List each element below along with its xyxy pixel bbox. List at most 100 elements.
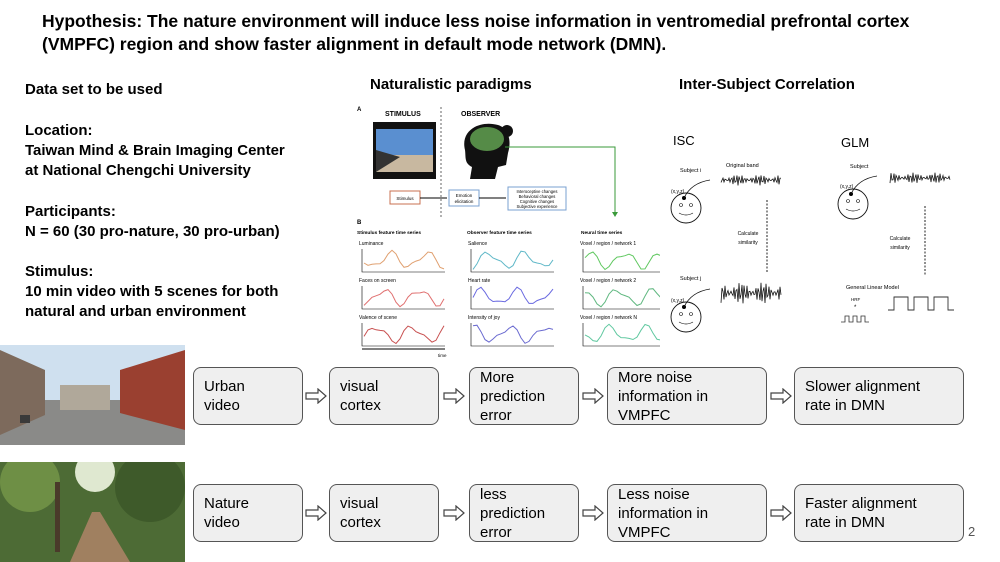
participants-label: Participants: [25, 203, 116, 220]
calc-label-1: Calculate [738, 231, 759, 237]
right-arrow-icon [305, 505, 327, 521]
xyz-label-1: (x,y,z) [671, 189, 685, 195]
nature-flow-box-1: Nature video [193, 484, 303, 542]
flow-box-text: Nature video [204, 495, 250, 531]
time-label: time [438, 353, 447, 358]
nature-flow-box-5: Faster alignment rate in DMN [794, 484, 964, 542]
urban-flow-box-1: Urban video [193, 367, 303, 425]
location-label: Location: [25, 122, 93, 139]
stimulus-boxcar [841, 315, 869, 323]
series-axes [361, 249, 445, 273]
original-band-label: Original band [726, 163, 759, 169]
signal-waves [720, 172, 951, 304]
location-line-1: Taiwan Mind & Brain Imaging Center [25, 142, 285, 159]
xyz-label-2: (x,y,z) [671, 298, 685, 304]
subject-label: Subject [850, 164, 869, 170]
flow-box-text: Faster alignment rate in DMN [805, 495, 917, 531]
series-line [472, 250, 554, 270]
flow-box-text: Urban video [204, 378, 245, 414]
subject-j-label: Subject j [680, 276, 701, 282]
nature-flow-box-4: Less noise information in VMPFC [607, 484, 767, 542]
flow-box-text: visual cortex [340, 495, 381, 531]
subject-i-label: Subject i [680, 168, 701, 174]
series-label: Salience [468, 241, 487, 247]
location-line-2: at National Chengchi University [25, 162, 251, 179]
stimulus-line-2: natural and urban environment [25, 303, 246, 320]
smiley-face-icon [670, 179, 711, 224]
flow-box-text: More noise information in VMPFC [618, 368, 709, 424]
participants-value: N = 60 (30 pro-nature, 30 pro-urban) [25, 223, 280, 240]
nature-flow-box-2: visual cortex [329, 484, 439, 542]
naturalistic-heading: Naturalistic paradigms [370, 76, 532, 93]
observer-head-icon [464, 123, 513, 179]
series-axes [361, 323, 445, 347]
right-arrow-icon [443, 505, 465, 521]
flow-box-text: visual cortex [340, 378, 381, 414]
stimulus-line-1: 10 min video with 5 scenes for both [25, 283, 279, 300]
smiley-face-icon [670, 288, 711, 333]
series-line [584, 251, 660, 271]
changes-text-3: Cognitive changes [520, 199, 554, 204]
right-arrow-icon [769, 388, 792, 404]
series-axes [470, 286, 554, 310]
flow-box-text: Less noise information in VMPFC [618, 485, 709, 541]
convolution-symbol: * [854, 305, 857, 311]
series-label: Voxel / region / network 1 [580, 241, 636, 247]
col-observer: Observer feature time series [467, 230, 532, 236]
dataset-heading: Data set to be used [25, 81, 163, 98]
series-line [584, 323, 660, 342]
flow-box-text: Slower alignment rate in DMN [805, 378, 921, 414]
film-strip-image [373, 122, 436, 179]
series-axes [470, 249, 554, 273]
green-arrow [505, 146, 616, 213]
series-line [363, 249, 445, 270]
predicted-response [888, 296, 954, 311]
series-label: Intensity of joy [468, 315, 500, 321]
col-neural: Neural time series [581, 230, 623, 236]
series-line [363, 325, 445, 345]
series-axes [582, 323, 660, 347]
panel-a-label: A [357, 107, 362, 113]
nature-video-image [0, 462, 185, 562]
series-line [472, 324, 554, 344]
noisy-signal [720, 282, 782, 304]
calc-label-3: Calculate [890, 236, 911, 242]
glm-title: GLM [841, 135, 869, 150]
panel-b-label: B [357, 220, 362, 226]
smiley-face-icon [837, 175, 878, 220]
page-number: 2 [968, 524, 976, 539]
noisy-signal [889, 172, 951, 184]
right-arrow-icon [305, 388, 327, 404]
naturalistic-figure: A STIMULUS OBSERVER Stimulus Emotion eli… [357, 107, 660, 358]
changes-text-2: Behavioral changes [519, 194, 556, 199]
xyz-label-3: (x,y,z) [840, 184, 854, 190]
emotion-text-2: elicitation [455, 199, 474, 204]
series-axes [361, 286, 445, 310]
right-arrow-icon [582, 505, 604, 521]
urban-flow-box-3: More prediction error [469, 367, 579, 425]
series-label: Faces on screen [359, 278, 396, 284]
col-stimulus: Stimulus feature time series [357, 230, 421, 236]
calc-label-4: similarity [890, 245, 910, 251]
series-line [472, 286, 554, 304]
isc-heading: Inter-Subject Correlation [679, 76, 855, 93]
face-icons [670, 175, 878, 333]
stimulus-box-text: Stimulus [396, 196, 414, 201]
urban-flow-box-4: More noise information in VMPFC [607, 367, 767, 425]
noisy-signal [720, 175, 782, 186]
right-arrow-icon [582, 388, 604, 404]
stimulus-label: Stimulus: [25, 263, 94, 280]
slide-title: Hypothesis: The nature environment will … [42, 11, 910, 54]
series-axes [470, 323, 554, 347]
series-label: Valence of scene [359, 315, 397, 321]
right-arrow-icon [443, 388, 465, 404]
urban-flow-box-5: Slower alignment rate in DMN [794, 367, 964, 425]
changes-text-4: Subjective experience [517, 204, 559, 209]
hrf-label: HRF [851, 297, 860, 302]
glm-model-label: General Linear Model [846, 285, 899, 291]
series-axes [582, 286, 660, 310]
urban-flow-box-2: visual cortex [329, 367, 439, 425]
series-axes [582, 249, 660, 273]
changes-text-1: Interoceptive changes [517, 189, 558, 194]
